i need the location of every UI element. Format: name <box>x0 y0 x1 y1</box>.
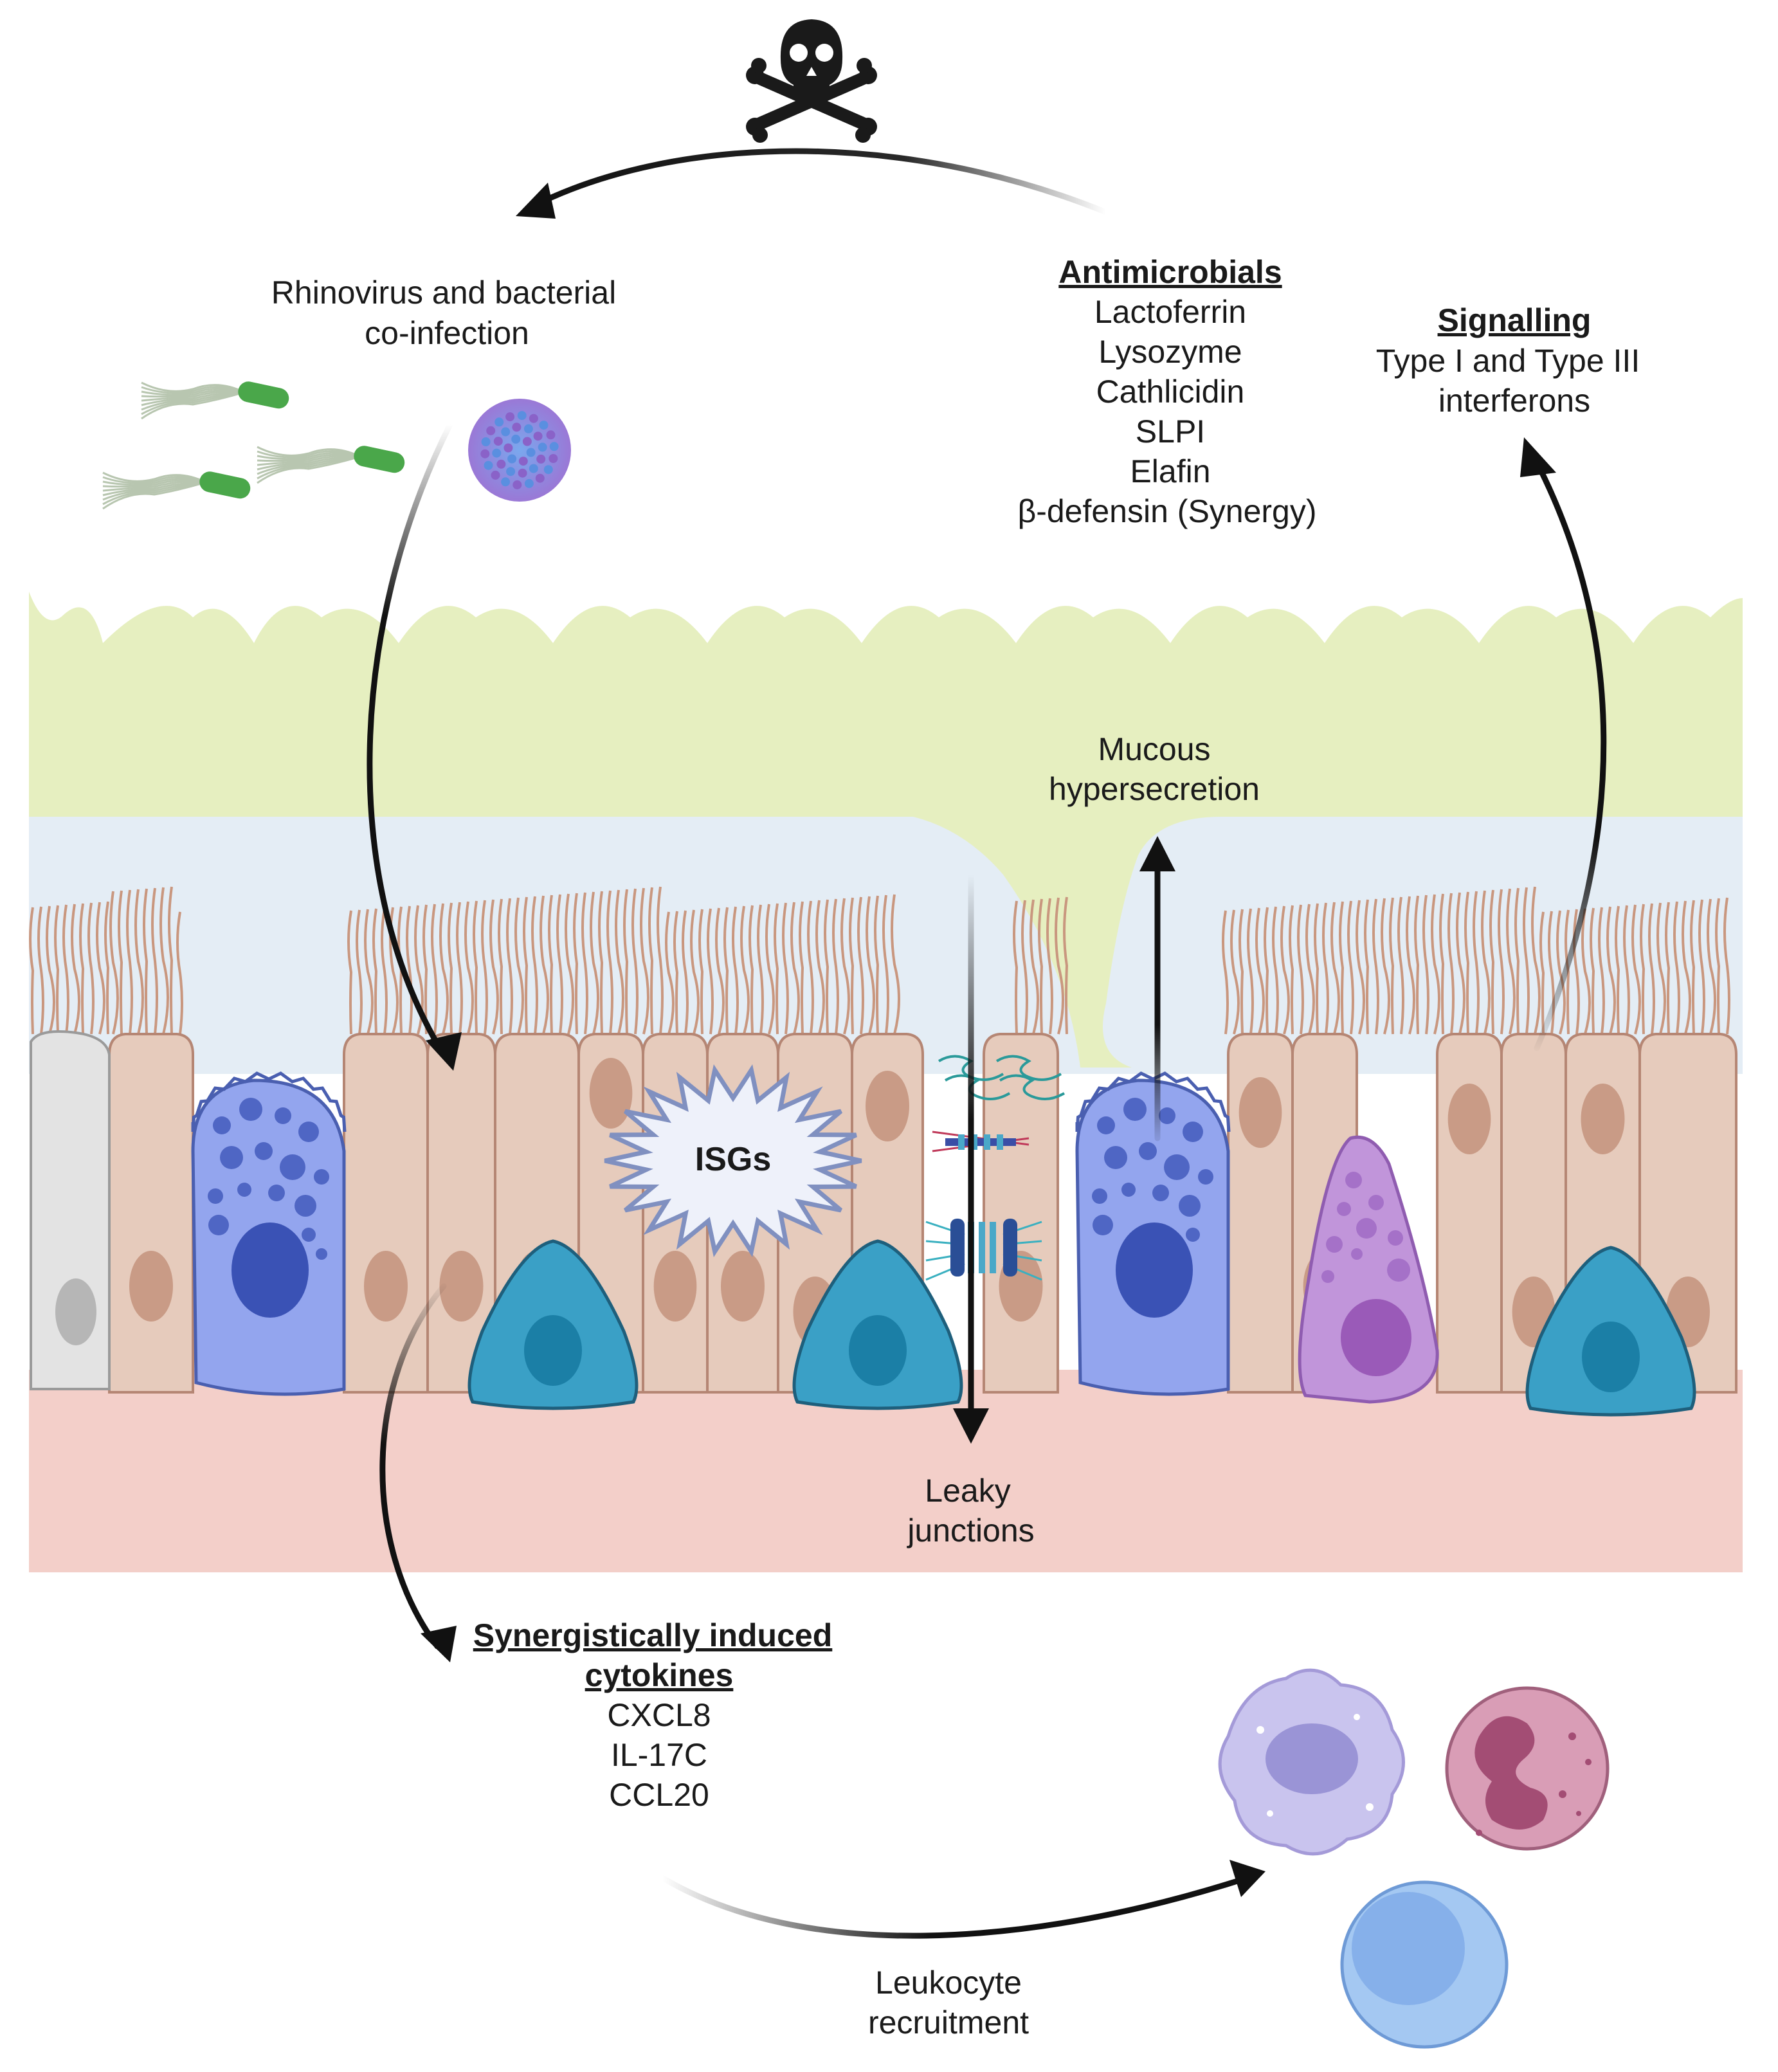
antimicrobial-item: Cathlicidin <box>1096 374 1245 410</box>
antimicrobial-item: SLPI <box>1136 413 1205 450</box>
arrow-antimicrobials-to-infection <box>531 148 1109 215</box>
leaky-junctions-label: Leaky junctions <box>906 1473 1034 1549</box>
arrow-epithelium-to-signalling <box>1527 447 1607 1051</box>
neutrophil-icon <box>1445 1686 1610 1851</box>
bacterium-icon <box>141 381 289 420</box>
cytokine-item: CXCL8 <box>607 1697 711 1733</box>
leaky-line-1: Leaky <box>925 1473 1010 1509</box>
basal-nucleus <box>524 1315 582 1386</box>
ciliated-cell <box>108 1033 194 1394</box>
mucous-line-1: Mucous <box>1098 731 1210 767</box>
skull-crossbones-icon <box>746 19 877 143</box>
arrow-cytokines-to-leukocytes <box>659 1875 1251 1939</box>
mucous-label: Mucous hypersecretion <box>1049 731 1260 807</box>
signalling-title: Signalling <box>1438 302 1592 338</box>
cell-nucleus <box>653 1251 697 1322</box>
cytokine-item: IL-17C <box>611 1737 707 1773</box>
cytokines-title-line-2: cytokines <box>585 1657 734 1693</box>
signalling-label: Signalling Type I and Type III interfero… <box>1376 302 1640 419</box>
basal-nucleus <box>1582 1322 1640 1392</box>
goblet-cell-right <box>1075 1078 1230 1396</box>
ciliated-cell <box>983 1033 1059 1394</box>
cell-nucleus <box>589 1058 633 1129</box>
coinfection-line-2: co-infection <box>365 315 529 351</box>
cytokine-item: CCL20 <box>609 1777 709 1813</box>
ciliated-cell <box>343 1033 429 1394</box>
antimicrobial-item: β-defensin (Synergy) <box>1017 493 1316 529</box>
arrow-epithelium-to-cytokines <box>379 1283 447 1649</box>
lymphocyte-icon <box>1340 1880 1509 2049</box>
antimicrobial-item: Elafin <box>1130 453 1210 489</box>
process-arrows <box>367 148 1607 1939</box>
grey-cell <box>30 1030 111 1390</box>
signalling-line-1: Type I and Type III <box>1376 343 1640 379</box>
rhinovirus-icon <box>468 399 571 502</box>
bacterium-icon <box>257 446 405 484</box>
signalling-line-2: interferons <box>1438 383 1590 419</box>
cilia <box>29 886 1730 1035</box>
cytokines-list: Synergistically induced cytokines CXCL8 … <box>473 1617 833 1813</box>
antimicrobials-list: Antimicrobials Lactoferrin Lysozyme Cath… <box>1017 254 1316 529</box>
bacteria-group <box>102 381 405 510</box>
basal-cells <box>467 1239 1696 1417</box>
basal-nucleus <box>849 1315 907 1386</box>
cytokines-title-line-1: Synergistically induced <box>473 1617 833 1653</box>
arrow-infection-to-epithelium <box>367 421 453 1058</box>
cell-nucleus <box>129 1251 173 1322</box>
recruitment-line-1: Leukocyte <box>875 1965 1022 2001</box>
cell-nucleus <box>1238 1077 1282 1148</box>
cell-nucleus <box>721 1251 765 1322</box>
antimicrobial-item: Lactoferrin <box>1094 294 1246 330</box>
antimicrobials-title: Antimicrobials <box>1058 254 1282 290</box>
isgs-starburst: ISGs <box>604 1064 862 1257</box>
airway-epithelium: ISGs <box>29 592 1743 1572</box>
bacterium-icon <box>102 471 251 510</box>
coinfection-label: Rhinovirus and bacterial co-infection <box>271 275 616 351</box>
brush-cell <box>1298 1135 1439 1404</box>
cell-nucleus <box>439 1251 484 1322</box>
mucous-line-2: hypersecretion <box>1049 771 1260 807</box>
mucus-layer <box>29 592 1743 1068</box>
leaky-line-2: junctions <box>906 1513 1034 1549</box>
recruitment-line-2: recruitment <box>868 2004 1029 2040</box>
antimicrobial-item: Lysozyme <box>1098 334 1242 370</box>
tight-junction-icons <box>925 1055 1066 1281</box>
goblet-cell-left <box>191 1071 347 1396</box>
recruitment-label: Leukocyte recruitment <box>868 1965 1029 2040</box>
cell-nucleus <box>866 1071 909 1141</box>
cell-nucleus <box>1447 1084 1491 1154</box>
arrowheads <box>421 183 1556 1897</box>
isgs-label: ISGs <box>695 1141 772 1178</box>
cell-nucleus <box>1581 1084 1625 1154</box>
coinfection-line-1: Rhinovirus and bacterial <box>271 275 616 311</box>
macrophage-icon <box>1218 1668 1405 1856</box>
cell-nucleus <box>364 1251 408 1322</box>
